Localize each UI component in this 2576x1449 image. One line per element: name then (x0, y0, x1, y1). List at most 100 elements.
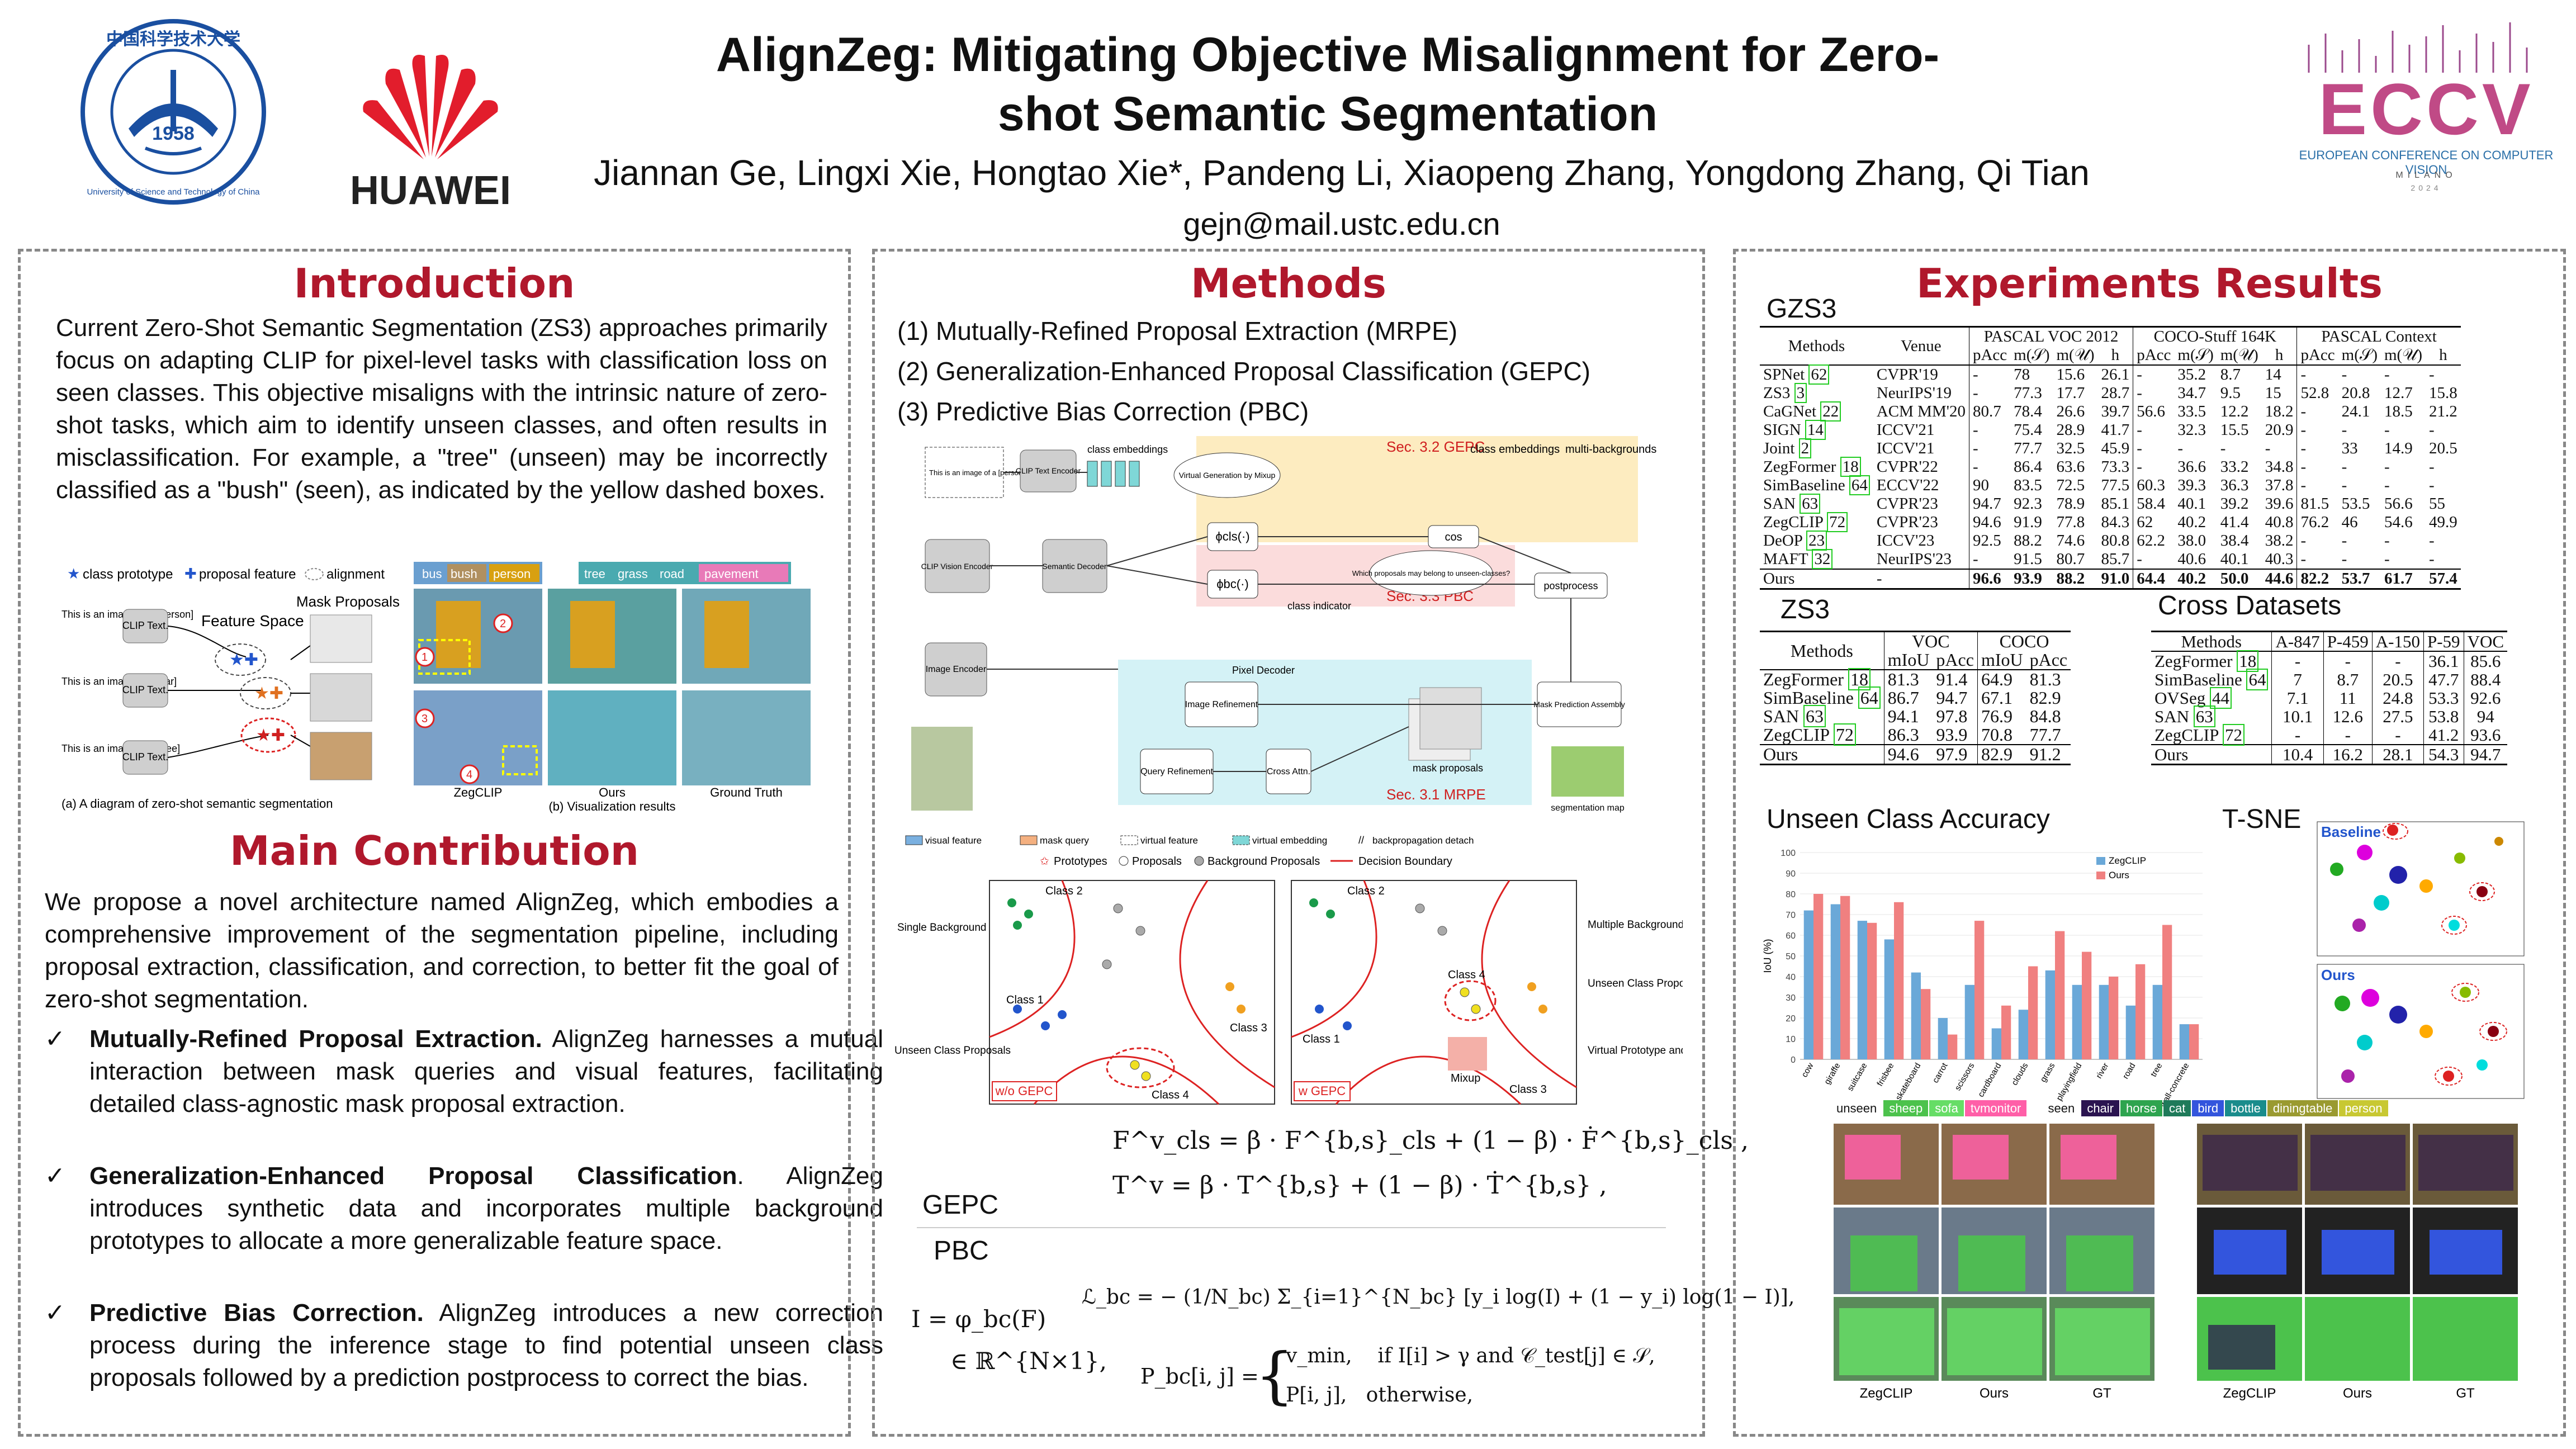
citation-link[interactable]: 23 (1806, 531, 1827, 551)
chart-xtick-label: river (2094, 1062, 2110, 1081)
citation-link[interactable]: 63 (1803, 705, 1826, 727)
fig-encoder-1: CLIP Text. (122, 620, 168, 631)
gzs3-cell: - (2300, 439, 2307, 457)
gzs3-cell: 94.7 (1972, 495, 2001, 513)
legend-visual-feature: visual feature (925, 835, 982, 846)
check-icon: ✓ (45, 1162, 65, 1190)
gzs3-cell: 40.8 (2261, 513, 2298, 532)
methods-item-2: (2) Generalization-Enhanced Proposal Cla… (897, 357, 1591, 386)
citation-link[interactable]: 44 (2210, 687, 2232, 709)
gzs3-cell: - (2137, 458, 2142, 476)
cross-method: Ours (2154, 745, 2189, 764)
gzs3-cell: 20.9 (2261, 421, 2298, 439)
citation-link[interactable]: 63 (1800, 494, 1821, 514)
cross-cell: - (2371, 651, 2424, 670)
gzs3-method: ZS3 3 (1760, 383, 1873, 403)
citation-link[interactable]: 22 (1820, 401, 1841, 422)
gzs3-label: GZS3 (1767, 294, 1837, 324)
gzs3-cell: 73.3 (2097, 458, 2134, 476)
gzs3-venue: ICCV'21 (1873, 439, 1969, 458)
legend-virtual-embedding: virtual embedding (1252, 835, 1327, 846)
citation-link[interactable]: 18 (1848, 668, 1871, 690)
tsne-baseline-label: Baseline (2321, 823, 2381, 840)
diagram-mask-proposals: mask proposals (1413, 763, 1483, 774)
svg-text:2: 2 (500, 618, 506, 630)
zs3-subheader: pAcc (1936, 650, 1974, 670)
cross-cell: 16.2 (2323, 745, 2373, 765)
gzs3-cell: 34.7 (2177, 384, 2206, 402)
poster-title: AlignZeg: Mitigating Objective Misalignm… (615, 25, 2040, 144)
chart-bar-zegclip (2072, 984, 2082, 1059)
scatter-class-2: Class 2 (1045, 885, 1083, 897)
gzs3-venue: ICCV'21 (1873, 421, 1969, 439)
citation-link[interactable]: 32 (1812, 549, 1833, 569)
zs3-cell: 77.7 (2029, 724, 2061, 745)
gzs3-cell: 80.8 (2097, 532, 2134, 550)
svg-text:✩: ✩ (1040, 855, 1049, 868)
citation-link[interactable]: 64 (1858, 686, 1881, 709)
gzs3-cell: 91.0 (2097, 569, 2134, 589)
citation-link[interactable]: 2 (1798, 438, 1812, 458)
gzs3-cell: - (2300, 550, 2307, 568)
citation-link[interactable]: 63 (2193, 705, 2215, 727)
zs3-cell: 97.9 (1936, 744, 1968, 764)
citation-link[interactable]: 18 (2237, 650, 2259, 672)
citation-link[interactable]: 62 (1808, 364, 1830, 385)
citation-link[interactable]: 72 (2222, 724, 2244, 746)
gzs3-cell: 45.9 (2097, 439, 2134, 458)
citation-link[interactable]: 72 (1827, 512, 1848, 532)
gzs3-cell: 63.6 (2056, 458, 2085, 476)
eccv-wordmark: ECCV (2318, 68, 2534, 150)
gzs3-cell: 8.7 (2220, 366, 2241, 383)
gzs3-cell: 86.4 (2014, 458, 2042, 476)
citation-link[interactable]: 3 (1794, 383, 1807, 403)
citation-link[interactable]: 18 (1840, 457, 1861, 477)
gzs3-venue: CVPR'19 (1873, 365, 1969, 384)
svg-text:4: 4 (466, 769, 472, 781)
gzs3-cell: 81.5 (2300, 495, 2329, 513)
eq-gepc-2: T^v = β · T^{b,s} + (1 − β) · Ṫ^{b,s} , (1112, 1171, 1607, 1200)
citation-link[interactable]: 64 (2246, 669, 2269, 690)
gzs3-cell: 36.6 (2177, 458, 2206, 476)
gzs3-method: SimBaseline 64 (1760, 475, 1873, 495)
intro-text: Current Zero-Shot Semantic Segmentation … (56, 314, 827, 504)
gzs3-cell: 21.2 (2428, 402, 2457, 420)
gzs3-cell: 52.8 (2300, 384, 2329, 402)
gzs3-cell: 84.3 (2097, 513, 2134, 532)
fig-feature-space: Feature Space (201, 612, 304, 629)
chart-bar-ours (1948, 1034, 1958, 1059)
cross-cell: 85.6 (2463, 651, 2508, 670)
chart-xtick-label: road (2121, 1062, 2138, 1081)
zs3-cell: 91.4 (1936, 669, 1968, 689)
fig-col-zegclip: ZegCLIP (454, 785, 503, 799)
citation-link[interactable]: 64 (1849, 475, 1870, 495)
zs3-cell: 84.8 (2029, 706, 2061, 726)
gzs3-method: Joint 2 (1760, 438, 1873, 458)
scatter-left-label: w/o GEPC (995, 1084, 1053, 1098)
seen-chip-horse: horse (2120, 1100, 2163, 1116)
gzs3-cell: 91.5 (2014, 550, 2042, 568)
tsne-figure: Baseline Ours (2314, 819, 2527, 1101)
gzs3-venue: CVPR'22 (1873, 458, 1969, 476)
chart-bar-ours (1867, 922, 1877, 1059)
chart-bar-ours (1813, 894, 1824, 1059)
gzs3-cell: 78.4 (2014, 402, 2042, 420)
svg-text:★✚: ★✚ (256, 726, 285, 745)
citation-link[interactable]: 14 (1805, 420, 1826, 440)
vis-col-1: ZegCLIP (1860, 1386, 1913, 1401)
diagram-image-refinement: Image Refinement (1185, 700, 1258, 709)
vis-col-4: ZegCLIP (2223, 1386, 2276, 1401)
gzs3-cell: - (1972, 366, 1978, 383)
methods-item-3: (3) Predictive Bias Correction (PBC) (897, 397, 1309, 426)
left-panel (18, 249, 851, 1437)
gzs3-cell: 9.5 (2220, 384, 2241, 402)
citation-link[interactable]: 72 (1833, 723, 1856, 746)
chart-bar-ours (2082, 951, 2092, 1059)
cross-cell: 92.6 (2463, 689, 2508, 707)
intro-title: Introduction (293, 260, 575, 307)
gzs3-cell: 57.4 (2428, 570, 2457, 588)
zs3-method: Ours (1763, 744, 1798, 764)
